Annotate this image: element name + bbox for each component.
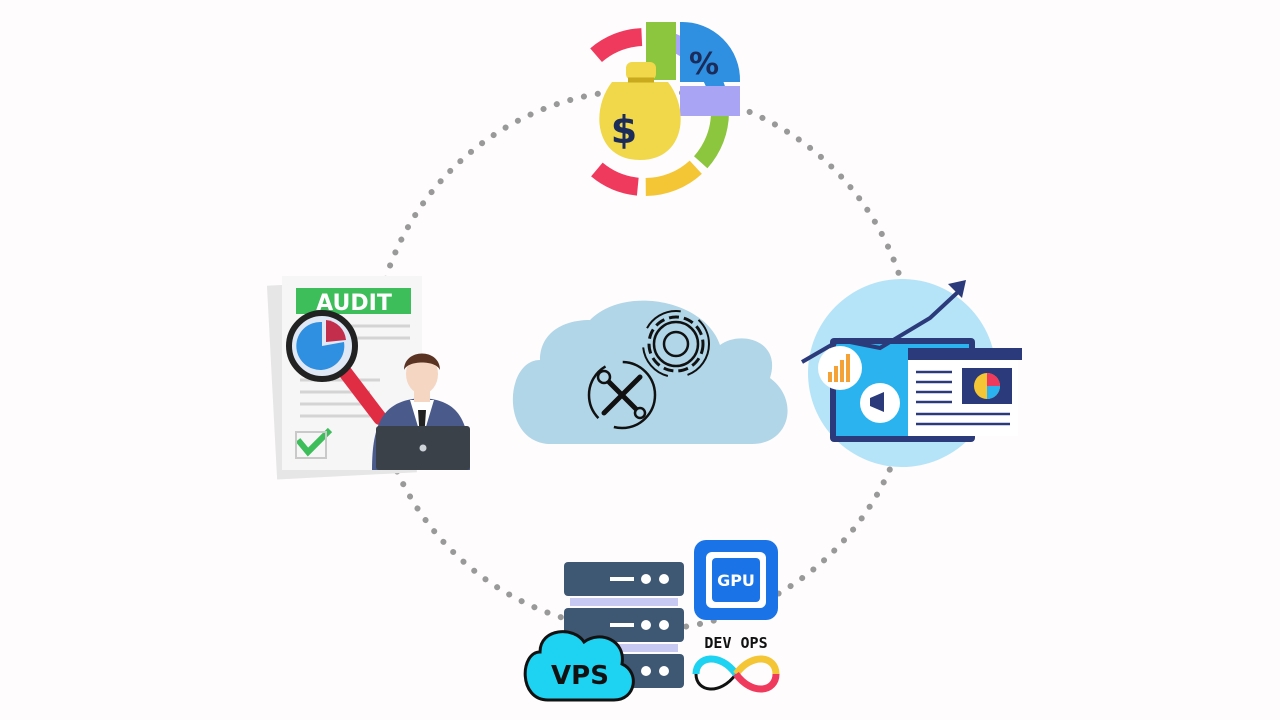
devops-label: DEV OPS bbox=[704, 634, 767, 652]
cloud-gear-tools-icon bbox=[512, 300, 788, 444]
gpu-chip-icon: GPU bbox=[694, 540, 778, 620]
money-bag-icon: $ bbox=[599, 62, 681, 160]
tools-icon bbox=[587, 360, 657, 430]
marketing-dashboard-growth-icon bbox=[800, 279, 1022, 467]
businessman-laptop-icon bbox=[372, 353, 470, 470]
finance-pie-money-bag-icon: % $ bbox=[561, 21, 741, 196]
percent-symbol: % bbox=[689, 47, 719, 82]
vps-cloud-icon: VPS bbox=[523, 630, 635, 702]
vps-label: VPS bbox=[551, 661, 609, 691]
dollar-symbol: $ bbox=[611, 108, 637, 152]
devops-infinity-icon bbox=[692, 655, 780, 693]
gpu-label: GPU bbox=[717, 571, 755, 590]
gear-icon bbox=[642, 310, 710, 378]
